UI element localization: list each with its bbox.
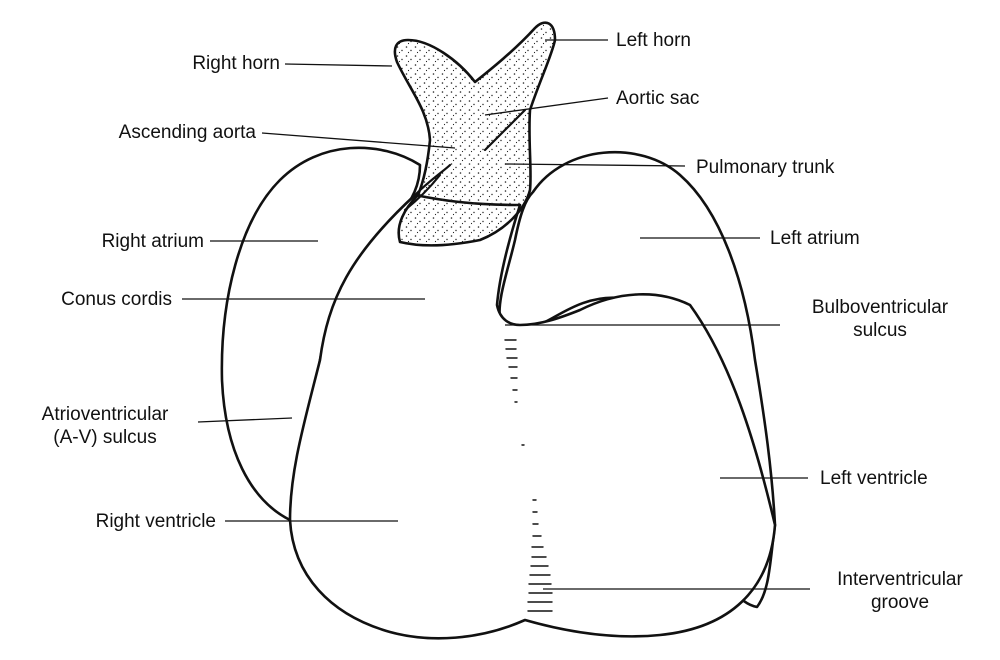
aortic-sac-shape: [393, 21, 557, 247]
bulboventricular-sulcus-marks: [504, 339, 525, 446]
leader-right-horn: [284, 63, 393, 67]
ventricle-mass-shape: [288, 193, 777, 640]
conus-inner-edge: [403, 173, 442, 212]
label-av-sulcus: Atrioventricular (A-V) sulcus: [10, 403, 200, 449]
leader-av-sulcus: [197, 417, 293, 423]
label-interventricular-groove: Interventricular groove: [810, 568, 990, 614]
label-left-ventricle: Left ventricle: [820, 468, 928, 489]
leader-pulmonary-trunk: [504, 163, 686, 167]
label-right-horn: Right horn: [192, 53, 280, 74]
aortic-sac-division: [483, 108, 527, 152]
interventricular-groove-marks: [527, 499, 553, 612]
label-conus-cordis: Conus cordis: [61, 289, 172, 310]
label-aortic-sac: Aortic sac: [616, 88, 700, 109]
label-interventricular-groove-line2: groove: [870, 592, 930, 613]
label-right-ventricle: Right ventricle: [95, 511, 216, 532]
label-bulboventricular-sulcus-line1: Bulboventricular: [811, 297, 949, 318]
leader-aortic-sac: [484, 97, 609, 116]
label-pulmonary-trunk: Pulmonary trunk: [696, 157, 835, 178]
label-av-sulcus-line1: Atrioventricular: [41, 404, 169, 425]
ascending-aorta-edge: [413, 163, 452, 197]
label-interventricular-groove-line1: Interventricular: [837, 569, 963, 590]
label-av-sulcus-line2: (A-V) sulcus: [53, 427, 157, 448]
label-ascending-aorta: Ascending aorta: [118, 122, 256, 143]
label-left-atrium: Left atrium: [770, 228, 860, 249]
label-bulboventricular-sulcus: Bulboventricular sulcus: [790, 296, 970, 342]
leader-ascending-aorta: [261, 132, 456, 149]
label-bulboventricular-sulcus-line2: sulcus: [853, 320, 907, 341]
label-left-horn: Left horn: [616, 30, 691, 51]
label-right-atrium: Right atrium: [101, 231, 204, 252]
